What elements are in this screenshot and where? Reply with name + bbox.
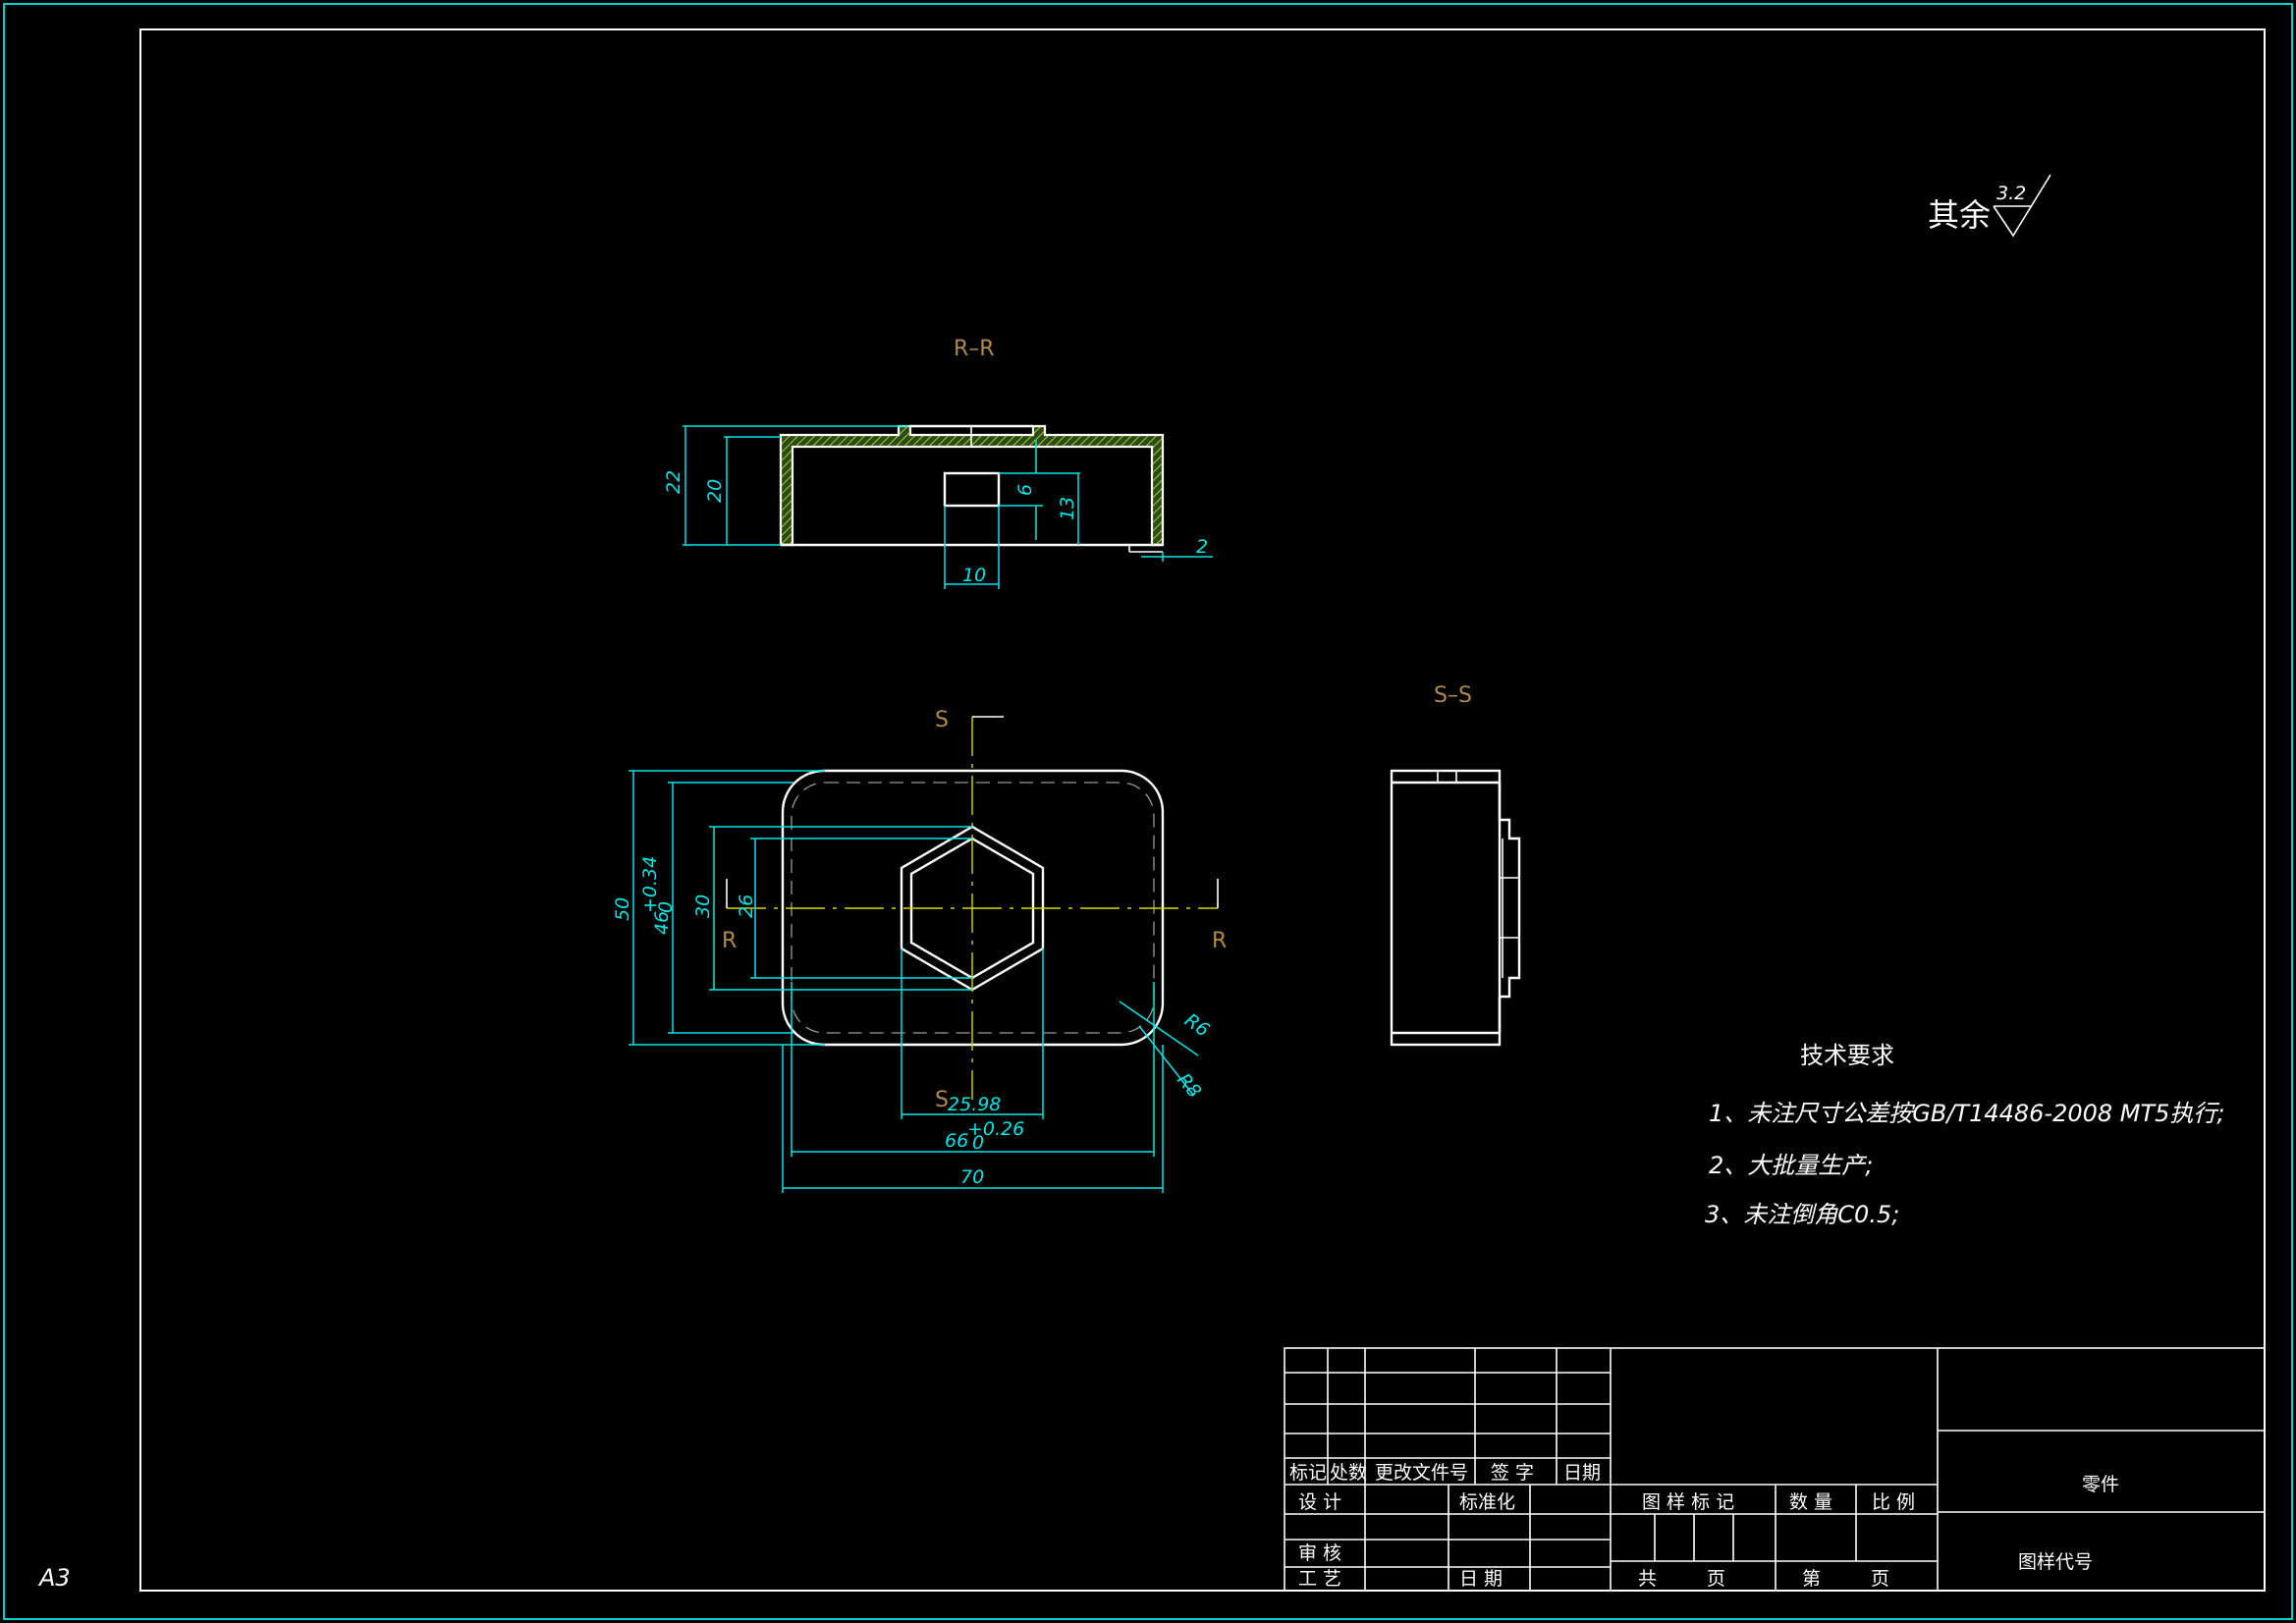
- section-ss-label: S–S: [1434, 683, 1472, 708]
- tb-header-change-doc: 更改文件号: [1375, 1462, 1468, 1484]
- tb-design: 设 计: [1298, 1491, 1341, 1513]
- tb-total: 共: [1638, 1568, 1657, 1590]
- tb-drawing-code: 图样代号: [2018, 1551, 2093, 1573]
- marker-s-bottom: S: [935, 1088, 949, 1112]
- dim-rr-wall: 2: [1196, 536, 1208, 558]
- tb-drawing-mark: 图 样 标 记: [1642, 1491, 1734, 1513]
- dim-plan-width-inner: 66: [945, 1130, 968, 1152]
- dim-plan-height-inner-tol-lo: 0: [655, 901, 677, 913]
- marker-r-right: R: [1212, 929, 1227, 953]
- marker-s-top: S: [935, 708, 949, 732]
- tb-header-date: 日期: [1563, 1462, 1601, 1484]
- tb-review: 审 核: [1298, 1542, 1341, 1564]
- sheet-size-label: A3: [37, 1564, 71, 1592]
- tb-header-mark: 标记: [1289, 1462, 1327, 1484]
- tech-requirements-title: 技术要求: [1800, 1042, 1894, 1069]
- dim-plan-height-inner-tol: +0.34: [639, 856, 661, 913]
- marker-r-left: R: [722, 929, 737, 953]
- dim-rr-hole-width: 10: [962, 565, 986, 586]
- plan-dimensions: 50 46 +0.34 0 30 26 25.98 66 +0.26 0 70 …: [612, 770, 1213, 1193]
- section-rr-view: [779, 424, 1165, 553]
- rr-hole: [943, 471, 1001, 508]
- dim-plan-width-inner-tol-lo: 0: [972, 1132, 984, 1154]
- tb-sheet-page: 页: [1871, 1568, 1889, 1590]
- dim-plan-hex-inner: 26: [736, 894, 757, 918]
- tb-scale: 比 例: [1872, 1491, 1915, 1513]
- dim-rr-height-total: 22: [663, 470, 684, 494]
- dim-plan-hex-width: 25.98: [948, 1094, 1001, 1115]
- dim-radius-outer: R6: [1180, 1009, 1213, 1042]
- tb-page: 页: [1707, 1568, 1725, 1590]
- tech-requirement-2: 2、大批量生产;: [1709, 1152, 1873, 1179]
- roughness-label: 其余: [1928, 196, 1991, 234]
- plan-view: S S R R: [722, 708, 1227, 1112]
- section-ss-view: [1390, 769, 1521, 1047]
- tb-quantity: 数 量: [1789, 1491, 1832, 1513]
- dim-plan-height-inner: 46: [651, 911, 673, 935]
- dim-plan-hex-height: 30: [692, 894, 714, 918]
- tb-process: 工 艺: [1298, 1568, 1341, 1590]
- roughness-value: 3.2: [1996, 183, 2026, 204]
- dim-plan-width-inner-tol: +0.26: [967, 1118, 1024, 1140]
- section-rr-label: R–R: [954, 337, 995, 361]
- section-rr-dimensions: 22 20 6 13 2 10: [663, 425, 1213, 589]
- dim-rr-height-inner: 20: [704, 479, 726, 503]
- dim-rr-hole-offset: 13: [1057, 497, 1078, 520]
- tb-standardization: 标准化: [1459, 1491, 1515, 1513]
- tech-requirements: 技术要求 1、未注尺寸公差按GB/T14486-2008 MT5执行; 2、大批…: [1705, 1042, 2225, 1228]
- tb-sheet-no: 第: [1802, 1568, 1821, 1590]
- title-block: 标记 处数 更改文件号 签 字 日期 设 计 标准化 审 核 工 艺 日 期 图…: [1284, 1347, 2266, 1592]
- tb-date: 日 期: [1459, 1568, 1503, 1590]
- tb-part-name: 零件: [2082, 1474, 2119, 1495]
- outer-frame: [3, 3, 2293, 1620]
- tb-header-signature: 签 字: [1491, 1462, 1534, 1484]
- dim-plan-width-outer: 70: [960, 1166, 984, 1188]
- tech-requirement-3: 3、未注倒角C0.5;: [1705, 1201, 1899, 1228]
- roughness-symbol: 其余 3.2: [1928, 174, 2051, 238]
- tech-requirement-1: 1、未注尺寸公差按GB/T14486-2008 MT5执行;: [1709, 1100, 2225, 1127]
- tb-header-count: 处数: [1330, 1462, 1367, 1484]
- dim-rr-hole-height: 6: [1014, 484, 1036, 496]
- inner-frame: [139, 28, 2266, 1592]
- dim-plan-height-outer: 50: [612, 897, 633, 921]
